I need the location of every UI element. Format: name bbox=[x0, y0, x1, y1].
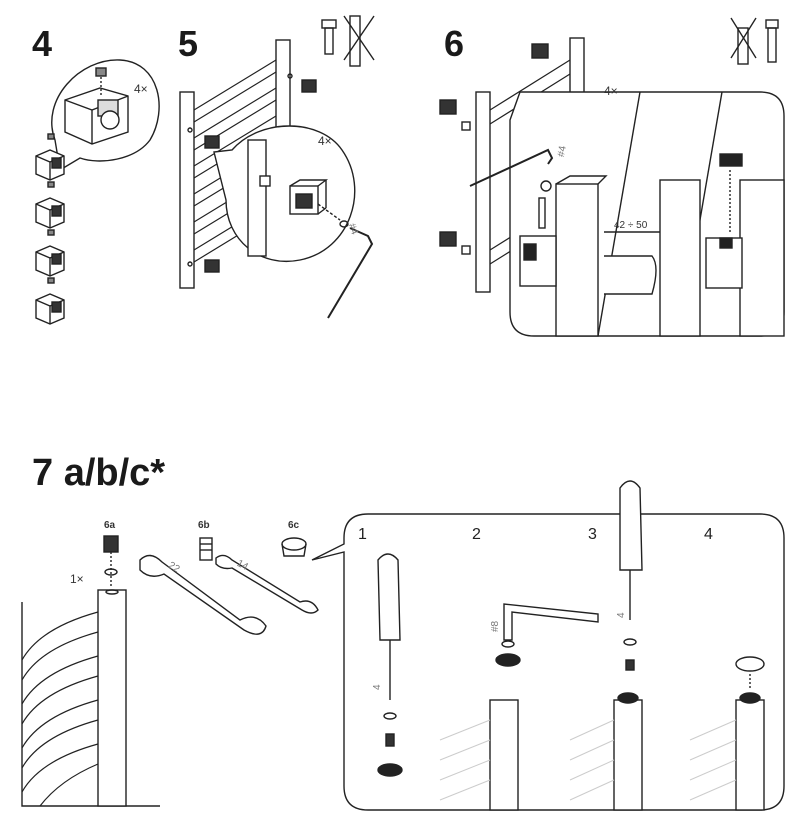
step-6-number: 6 bbox=[444, 23, 465, 64]
part-label-6c: 6c bbox=[288, 520, 300, 531]
step7-parts bbox=[103, 535, 319, 635]
step5-no-drill-icon bbox=[321, 15, 375, 67]
allen-size-label-step6: #4 bbox=[556, 145, 569, 158]
step4-bracket-list bbox=[35, 133, 65, 325]
screwdriver-size-3: 4 bbox=[616, 612, 627, 618]
qty-label-step5: 4× bbox=[318, 134, 332, 148]
qty-label-step4: 4× bbox=[134, 82, 148, 96]
screwdriver-size-1: 4 bbox=[372, 684, 383, 690]
part-label-6b: 6b bbox=[198, 520, 210, 531]
substep-1-number: 1 bbox=[358, 526, 367, 543]
substep-4-number: 4 bbox=[704, 526, 713, 543]
allen-size-label-step7: #8 bbox=[490, 620, 501, 632]
step6-detail-panel bbox=[469, 91, 785, 337]
qty-label-step6: 4× bbox=[604, 84, 618, 98]
dimension-label: 42 ÷ 50 bbox=[614, 220, 648, 231]
step7-detail-panel bbox=[311, 480, 785, 811]
part-label-6a: 6a bbox=[104, 520, 116, 531]
step-4-number: 4 bbox=[32, 23, 53, 64]
step-7-title: 7 a/b/c* bbox=[32, 452, 166, 494]
substep-2-number: 2 bbox=[472, 526, 481, 543]
qty-label-step7: 1× bbox=[70, 572, 84, 586]
step-5-number: 5 bbox=[178, 23, 199, 64]
step4-bracket-detail-bubble bbox=[51, 59, 160, 172]
substep-3-number: 3 bbox=[588, 526, 597, 543]
step7-radiator-left bbox=[21, 589, 160, 807]
step6-no-drill-icon bbox=[730, 17, 779, 65]
step5-detail-bubble bbox=[213, 125, 374, 319]
